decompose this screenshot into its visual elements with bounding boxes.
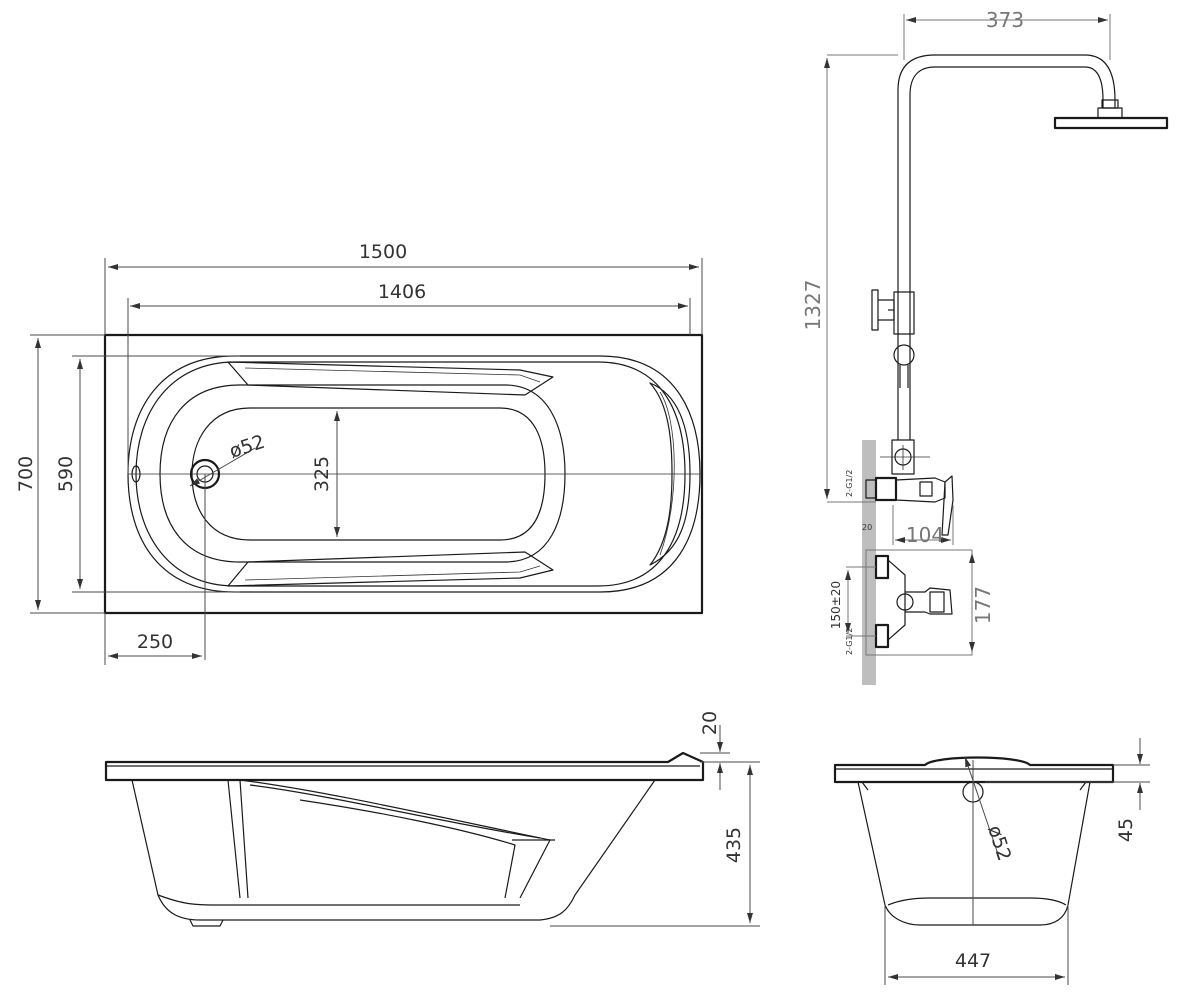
label-connection-2: 2-G1/2 xyxy=(845,628,854,655)
dim-mixer-height: 177 xyxy=(971,586,995,624)
dim-height: 435 xyxy=(723,827,745,863)
overflow-icon xyxy=(131,465,141,483)
bathtub-side-view xyxy=(104,751,705,927)
dim-drain-diameter: ø52 xyxy=(227,431,268,463)
slider-holder xyxy=(893,291,915,335)
end-view-dimensions: 45 ø52 447 xyxy=(884,738,1150,985)
shower-system xyxy=(862,54,1169,685)
dim-inner-width: 590 xyxy=(55,456,77,492)
dim-bottom-width: 447 xyxy=(955,950,991,972)
dim-rim-thickness: 20 xyxy=(699,711,721,735)
wall-hatch xyxy=(862,440,876,685)
rain-shower-head xyxy=(1053,116,1169,130)
side-view-dimensions: 20 435 xyxy=(550,711,760,927)
hand-shower-icon xyxy=(893,344,915,366)
dim-arm-length: 373 xyxy=(986,8,1024,32)
dim-drain-offset: 250 xyxy=(137,631,173,653)
dim-basin-width: 325 xyxy=(311,456,333,492)
tub-armrest-top xyxy=(227,361,554,396)
riser-pipe xyxy=(897,54,1116,440)
dim-column-height: 1327 xyxy=(801,280,825,331)
dim-inner-length: 1406 xyxy=(378,281,426,303)
tub-inner-outline xyxy=(127,355,701,593)
dim-connection-top: 20 xyxy=(862,523,872,532)
tub-headrest xyxy=(649,382,691,566)
shower-dimensions: 373 1327 2-G1/2 20 104 177 150±20 2-G1/2 xyxy=(801,8,1111,655)
side-armrest xyxy=(227,779,249,899)
mixer-profile xyxy=(865,475,954,536)
side-body xyxy=(131,779,656,921)
dim-drain-depth: 45 xyxy=(1115,818,1137,842)
top-view-dimensions: 1500 1406 700 590 325 ø52 250 xyxy=(15,241,703,665)
bathtub-top-view xyxy=(103,333,704,660)
label-connection-1: 2-G1/2 xyxy=(845,470,854,497)
end-rim xyxy=(833,756,1115,784)
tub-basin-ring xyxy=(159,384,566,563)
end-body xyxy=(857,781,1091,926)
mixer-front xyxy=(865,549,973,656)
dim-end-drain-diameter: ø52 xyxy=(983,823,1015,864)
dim-overall-width: 700 xyxy=(15,456,37,492)
dim-mixer-depth: 104 xyxy=(906,523,944,547)
tub-armrest-bottom xyxy=(227,551,554,587)
dim-overall-length: 1500 xyxy=(359,241,407,263)
tub-basin-floor xyxy=(191,407,546,541)
dim-mixer-spacing: 150±20 xyxy=(829,581,843,629)
